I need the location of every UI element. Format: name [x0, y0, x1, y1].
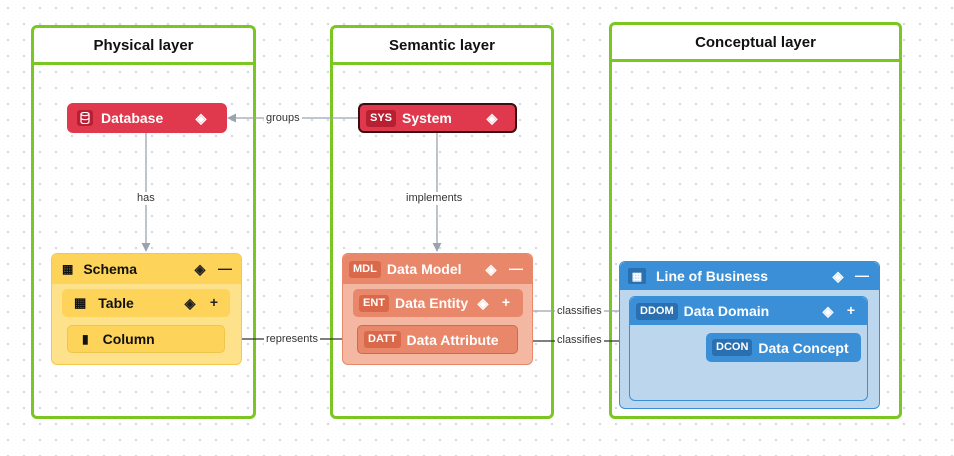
layers-icon[interactable]: ◈ — [477, 294, 489, 311]
schema-label: Schema — [83, 261, 138, 277]
collapse-icon[interactable]: — — [509, 260, 523, 276]
physical-layer: Physical layer — [31, 25, 256, 419]
data-attribute-label: Data Attribute — [406, 331, 499, 348]
layers-icon[interactable]: ◈ — [195, 109, 207, 126]
expand-icon[interactable]: + — [209, 294, 219, 310]
database-node[interactable]: Database ◈ — [67, 103, 227, 133]
line-of-business-label: Line of Business — [656, 268, 769, 284]
data-attribute-node[interactable]: DATT Data Attribute — [357, 325, 518, 354]
edge-label-implements: implements — [404, 192, 465, 205]
data-model-label: Data Model — [386, 261, 462, 277]
layers-icon[interactable]: ◈ — [832, 267, 844, 284]
collapse-icon[interactable]: — — [855, 267, 869, 283]
conceptual-layer: Conceptual layer — [609, 22, 902, 419]
layers-icon[interactable]: ◈ — [194, 260, 206, 277]
database-label: Database — [101, 110, 164, 126]
edge-label-represents: represents — [264, 333, 320, 346]
table-node[interactable]: ▦ Table ◈ + — [62, 289, 230, 317]
layers-icon[interactable]: ◈ — [184, 294, 196, 311]
data-entity-badge: ENT — [359, 294, 389, 312]
data-concept-badge: DCON — [712, 339, 753, 356]
semantic-layer-title: Semantic layer — [333, 28, 551, 65]
table-label: Table — [98, 295, 134, 311]
column-icon: ▮ — [82, 332, 89, 346]
table-icon: ▦ — [74, 295, 87, 310]
system-badge: SYS — [366, 109, 397, 127]
column-node[interactable]: ▮ Column — [67, 325, 225, 353]
schema-icon: ▦ — [62, 262, 74, 276]
system-node[interactable]: SYS System ◈ — [358, 103, 517, 133]
data-domain-label: Data Domain — [683, 303, 770, 319]
edge-label-has: has — [135, 192, 157, 205]
data-domain-badge: DDOM — [636, 302, 678, 320]
expand-icon[interactable]: + — [501, 294, 511, 310]
physical-layer-title: Physical layer — [34, 28, 253, 65]
data-entity-label: Data Entity — [395, 295, 469, 311]
layers-icon[interactable]: ◈ — [486, 109, 498, 126]
layers-icon[interactable]: ◈ — [485, 260, 497, 277]
building-icon: ▦ — [628, 268, 646, 284]
layers-icon[interactable]: ◈ — [822, 302, 834, 319]
edge-label-classifies-attribute: classifies — [555, 334, 604, 347]
data-entity-node[interactable]: ENT Data Entity ◈ + — [353, 289, 523, 317]
system-label: System — [402, 110, 452, 126]
edge-label-groups: groups — [264, 112, 302, 125]
conceptual-layer-title: Conceptual layer — [612, 25, 899, 62]
data-attribute-badge: DATT — [364, 331, 401, 348]
data-model-badge: MDL — [349, 260, 381, 278]
expand-icon[interactable]: + — [846, 302, 856, 318]
edge-label-classifies-entity: classifies — [555, 305, 604, 318]
database-icon — [77, 110, 93, 126]
data-concept-node[interactable]: DCON Data Concept — [706, 333, 861, 362]
semantic-layer: Semantic layer — [330, 25, 554, 419]
collapse-icon[interactable]: — — [218, 260, 232, 276]
column-label: Column — [102, 331, 155, 347]
data-concept-label: Data Concept — [758, 339, 849, 356]
